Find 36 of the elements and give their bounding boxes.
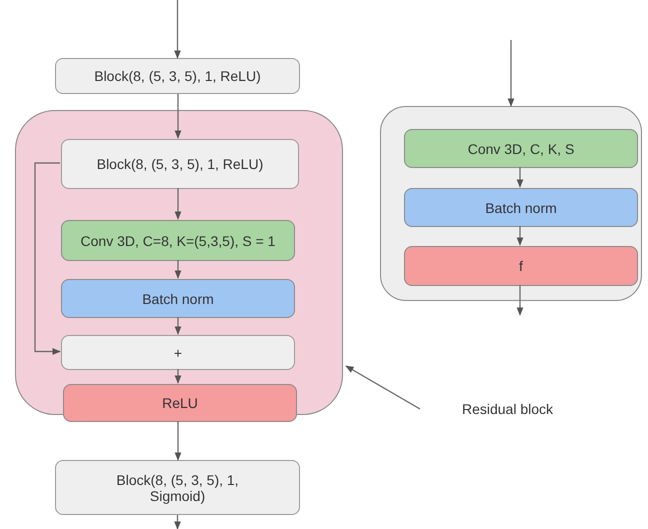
arrow <box>174 260 182 279</box>
box-label: + <box>172 344 184 360</box>
note-text: Residual block <box>460 401 554 417</box>
arrow <box>516 226 524 246</box>
arrow <box>174 369 182 384</box>
conv-box <box>61 220 295 261</box>
norm-box <box>61 279 295 318</box>
box-label: Block(8, (5, 3, 5), 1, ReLU) <box>93 68 262 84</box>
arrow <box>174 515 181 529</box>
box-label: Conv 3D, C=8, K=(5,3,5), S = 1 <box>80 232 276 248</box>
layer-box <box>55 58 300 94</box>
arrow <box>174 421 182 461</box>
layer-box <box>61 139 299 189</box>
box-label: ReLU <box>161 395 199 411</box>
norm-box <box>404 188 638 227</box>
box-label: Batch norm <box>141 290 215 306</box>
leader-arrow <box>345 365 420 410</box>
arrow <box>516 167 524 188</box>
arrow <box>174 317 182 335</box>
box-label: Block(8, (5, 3, 5), 1, Sigmoid) <box>115 472 240 504</box>
box-label: Conv 3D, C, K, S <box>466 140 576 156</box>
activation-box <box>63 384 297 422</box>
box-label: f <box>518 258 524 274</box>
box-label: Batch norm <box>484 200 558 216</box>
box-label: Block(8, (5, 3, 5), 1, ReLU) <box>96 156 264 172</box>
block-container <box>380 106 642 301</box>
arrow <box>34 162 61 355</box>
layer-box <box>61 335 295 370</box>
conv-box <box>404 129 638 168</box>
arrow <box>174 94 182 139</box>
arrow <box>516 285 524 316</box>
arrow <box>174 0 181 59</box>
activation-box <box>404 246 638 286</box>
arrow <box>508 40 514 107</box>
layer-box <box>55 460 300 515</box>
arrow <box>174 188 182 220</box>
